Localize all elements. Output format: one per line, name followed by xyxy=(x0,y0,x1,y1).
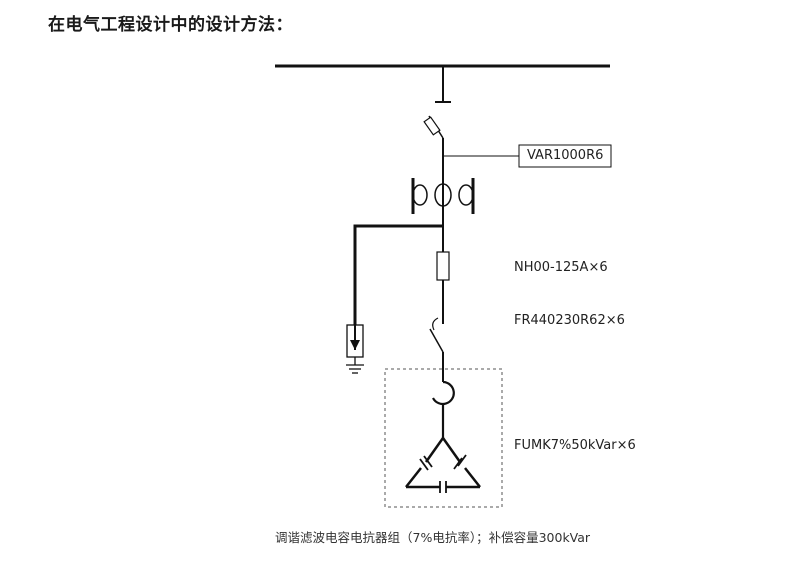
delta-capacitor-symbol xyxy=(405,437,481,493)
reactor-symbol xyxy=(432,380,455,406)
fuse-symbol xyxy=(436,251,450,281)
diagram-caption: 调谐滤波电容电抗器组（7%电抗率）；补偿容量300kVar xyxy=(275,530,591,545)
disconnector-symbol xyxy=(423,115,444,139)
contactor-switch-symbol xyxy=(429,317,444,353)
page-title: 在电气工程设计中的设计方法： xyxy=(48,15,293,35)
arrester-branch-line xyxy=(353,224,443,325)
capacitor-label: FUMK7%50kVar×6 xyxy=(514,438,636,453)
current-transformer-group xyxy=(411,178,475,214)
ground-symbol xyxy=(346,364,364,374)
switch-label: FR440230R62×6 xyxy=(514,313,625,328)
controller-label: VAR1000R6 xyxy=(527,148,604,163)
surge-arrester-symbol xyxy=(346,324,364,365)
fuse-label: NH00-125A×6 xyxy=(514,260,608,275)
controller-box xyxy=(518,144,612,168)
capacitor-bank-enclosure xyxy=(384,368,503,508)
